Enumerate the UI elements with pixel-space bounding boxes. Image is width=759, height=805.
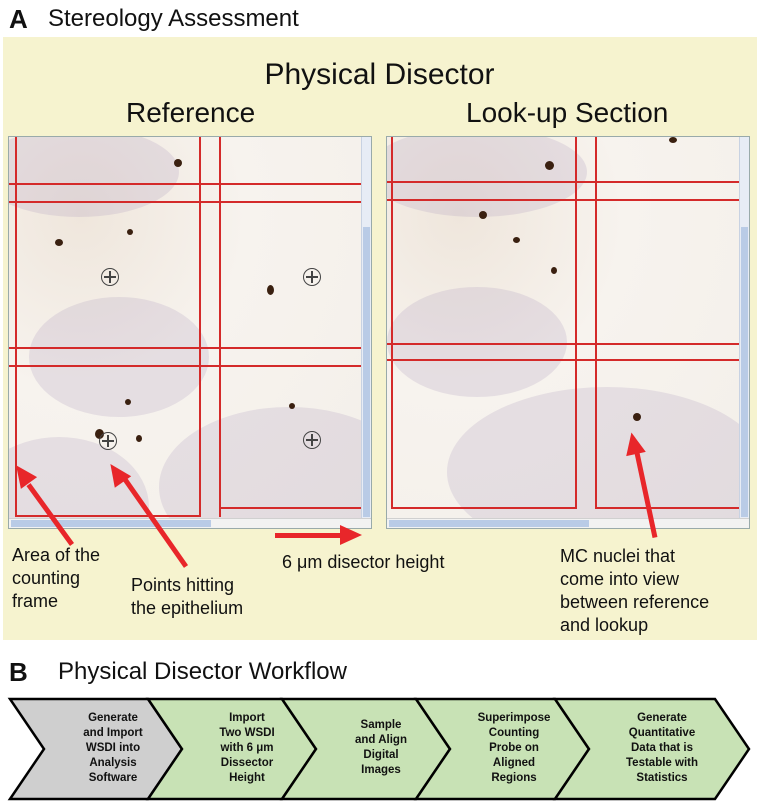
disector-height-arrowhead: [340, 525, 362, 545]
counting-probe-4: [303, 431, 321, 449]
reference-vertical-scrollbar[interactable]: [361, 137, 371, 528]
lookup-vertical-scrollbar[interactable]: [739, 137, 749, 528]
lookup-section-title: Look-up Section: [466, 97, 669, 128]
workflow-step-5-shape: [552, 697, 751, 801]
panel-a-letter: A: [9, 4, 28, 34]
counting-probe-3: [99, 432, 117, 450]
lookup-micrograph: [386, 136, 750, 529]
counting-probe-1: [101, 268, 119, 286]
panel-a-title: Stereology Assessment: [48, 5, 299, 32]
mc-nuclei-arrowhead: [621, 430, 646, 457]
reference-title: Reference: [126, 97, 256, 128]
mc-nuclei-label: MC nuclei that come into view between re…: [560, 546, 710, 635]
area-counting-frame-label: Area of the counting frame: [12, 545, 101, 611]
points-hitting-label: Points hitting the epithelium: [131, 575, 244, 618]
lookup-horizontal-scrollbar[interactable]: [387, 518, 749, 528]
reference-horizontal-scrollbar[interactable]: [9, 518, 371, 528]
reference-micrograph: [8, 136, 372, 529]
physical-disector-title: Physical Disector: [264, 58, 495, 91]
workflow-chevrons: [7, 697, 751, 801]
disector-height-label: 6 μm disector height: [282, 552, 445, 572]
panel-b-letter: B: [9, 657, 28, 687]
panel-b-title: Physical Disector Workflow: [58, 658, 347, 685]
counting-probe-2: [303, 268, 321, 286]
disector-height-arrow: [275, 533, 343, 538]
